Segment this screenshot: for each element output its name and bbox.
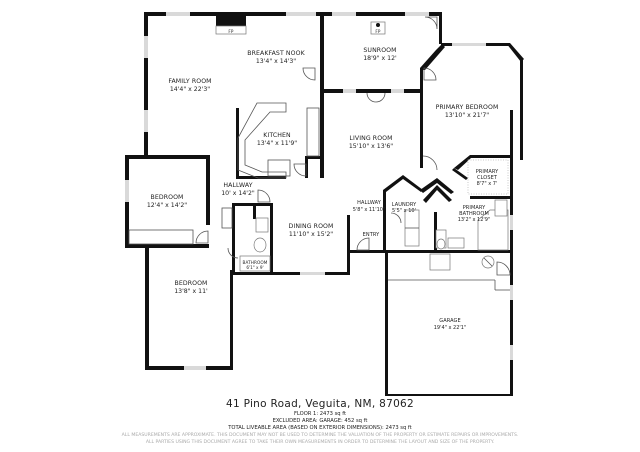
room-entry-name: ENTRY xyxy=(363,232,381,238)
room-hallway-1-dims: 10' x 14'2" xyxy=(221,190,255,197)
room-laundry-dims: 5'5" x 10' xyxy=(392,208,416,214)
fixtures: FP FP xyxy=(128,12,511,291)
walls xyxy=(125,12,524,396)
room-primary-bathroom-dims: 13'2" x 12'9" xyxy=(458,217,491,223)
room-hallway-1-name: HALLWAY xyxy=(223,182,252,189)
svg-text:FP: FP xyxy=(375,29,381,34)
room-primary-bathroom-name2: BATHROOM xyxy=(459,211,489,217)
room-bedroom-2-name: BEDROOM xyxy=(175,280,208,287)
room-bedroom-1-dims: 12'4" x 14'2" xyxy=(147,202,187,209)
room-sunroom-name: SUNROOM xyxy=(363,47,396,54)
windows xyxy=(125,12,513,370)
room-breakfast-nook-dims: 13'4" x 14'3" xyxy=(256,58,296,65)
room-dining-room-dims: 11'10" x 15'2" xyxy=(289,231,333,238)
room-bedroom-2-dims: 13'8" x 11' xyxy=(174,288,208,295)
room-primary-bedroom-dims: 13'10" x 21'7" xyxy=(445,112,489,119)
room-labels: FAMILY ROOM 14'4" x 22'3" BREAKFAST NOOK… xyxy=(147,47,499,331)
room-living-room-name: LIVING ROOM xyxy=(349,135,392,142)
room-hallway-2-dims: 5'8" x 11'10" xyxy=(353,207,386,213)
disclaimer-line-2: ALL PARTIES USING THIS DOCUMENT AGREE TO… xyxy=(145,440,495,445)
room-laundry-name: LAUNDRY xyxy=(392,202,417,208)
room-breakfast-nook-name: BREAKFAST NOOK xyxy=(247,50,305,57)
room-garage-dims: 19'4" x 22'1" xyxy=(434,325,467,331)
disclaimer-line-1: ALL MEASUREMENTS ARE APPROXIMATE. THIS D… xyxy=(121,433,519,438)
room-sunroom-dims: 18'9" x 12' xyxy=(363,55,397,62)
room-living-room-dims: 15'10" x 13'6" xyxy=(349,143,393,150)
room-kitchen-name: KITCHEN xyxy=(263,132,291,139)
floor-plan: FP FP xyxy=(125,12,524,396)
room-bathroom-dims: 6'1" x 9' xyxy=(246,265,263,270)
room-hallway-2-name: HALLWAY xyxy=(357,200,382,206)
room-bathroom-name: BATHROOM xyxy=(242,260,267,265)
property-address: 41 Pino Road, Veguita, NM, 87062 xyxy=(225,398,415,410)
excluded-area: EXCLUDED AREA: GARAGE: 452 sq ft xyxy=(272,418,368,424)
room-family-room-name: FAMILY ROOM xyxy=(168,78,211,85)
fireplace-label: FP xyxy=(228,29,234,34)
room-bedroom-1-name: BEDROOM xyxy=(151,194,184,201)
room-family-room-dims: 14'4" x 22'3" xyxy=(170,86,210,93)
room-primary-bathroom-name: PRIMARY xyxy=(463,205,486,211)
floor-area: FLOOR 1: 2473 sq ft xyxy=(293,411,347,417)
room-garage-name: GARAGE xyxy=(439,318,461,324)
room-primary-bedroom-name: PRIMARY BEDROOM xyxy=(436,104,499,111)
room-dining-room-name: DINING ROOM xyxy=(289,223,334,230)
total-area: TOTAL LIVEABLE AREA (BASED ON EXTERIOR D… xyxy=(228,425,412,431)
room-primary-closet-name: PRIMARY xyxy=(476,169,499,175)
room-kitchen-dims: 13'4" x 11'9" xyxy=(257,140,297,147)
room-primary-closet-dims: 8'7" x 7' xyxy=(477,181,498,187)
room-primary-closet-name2: CLOSET xyxy=(477,175,498,181)
